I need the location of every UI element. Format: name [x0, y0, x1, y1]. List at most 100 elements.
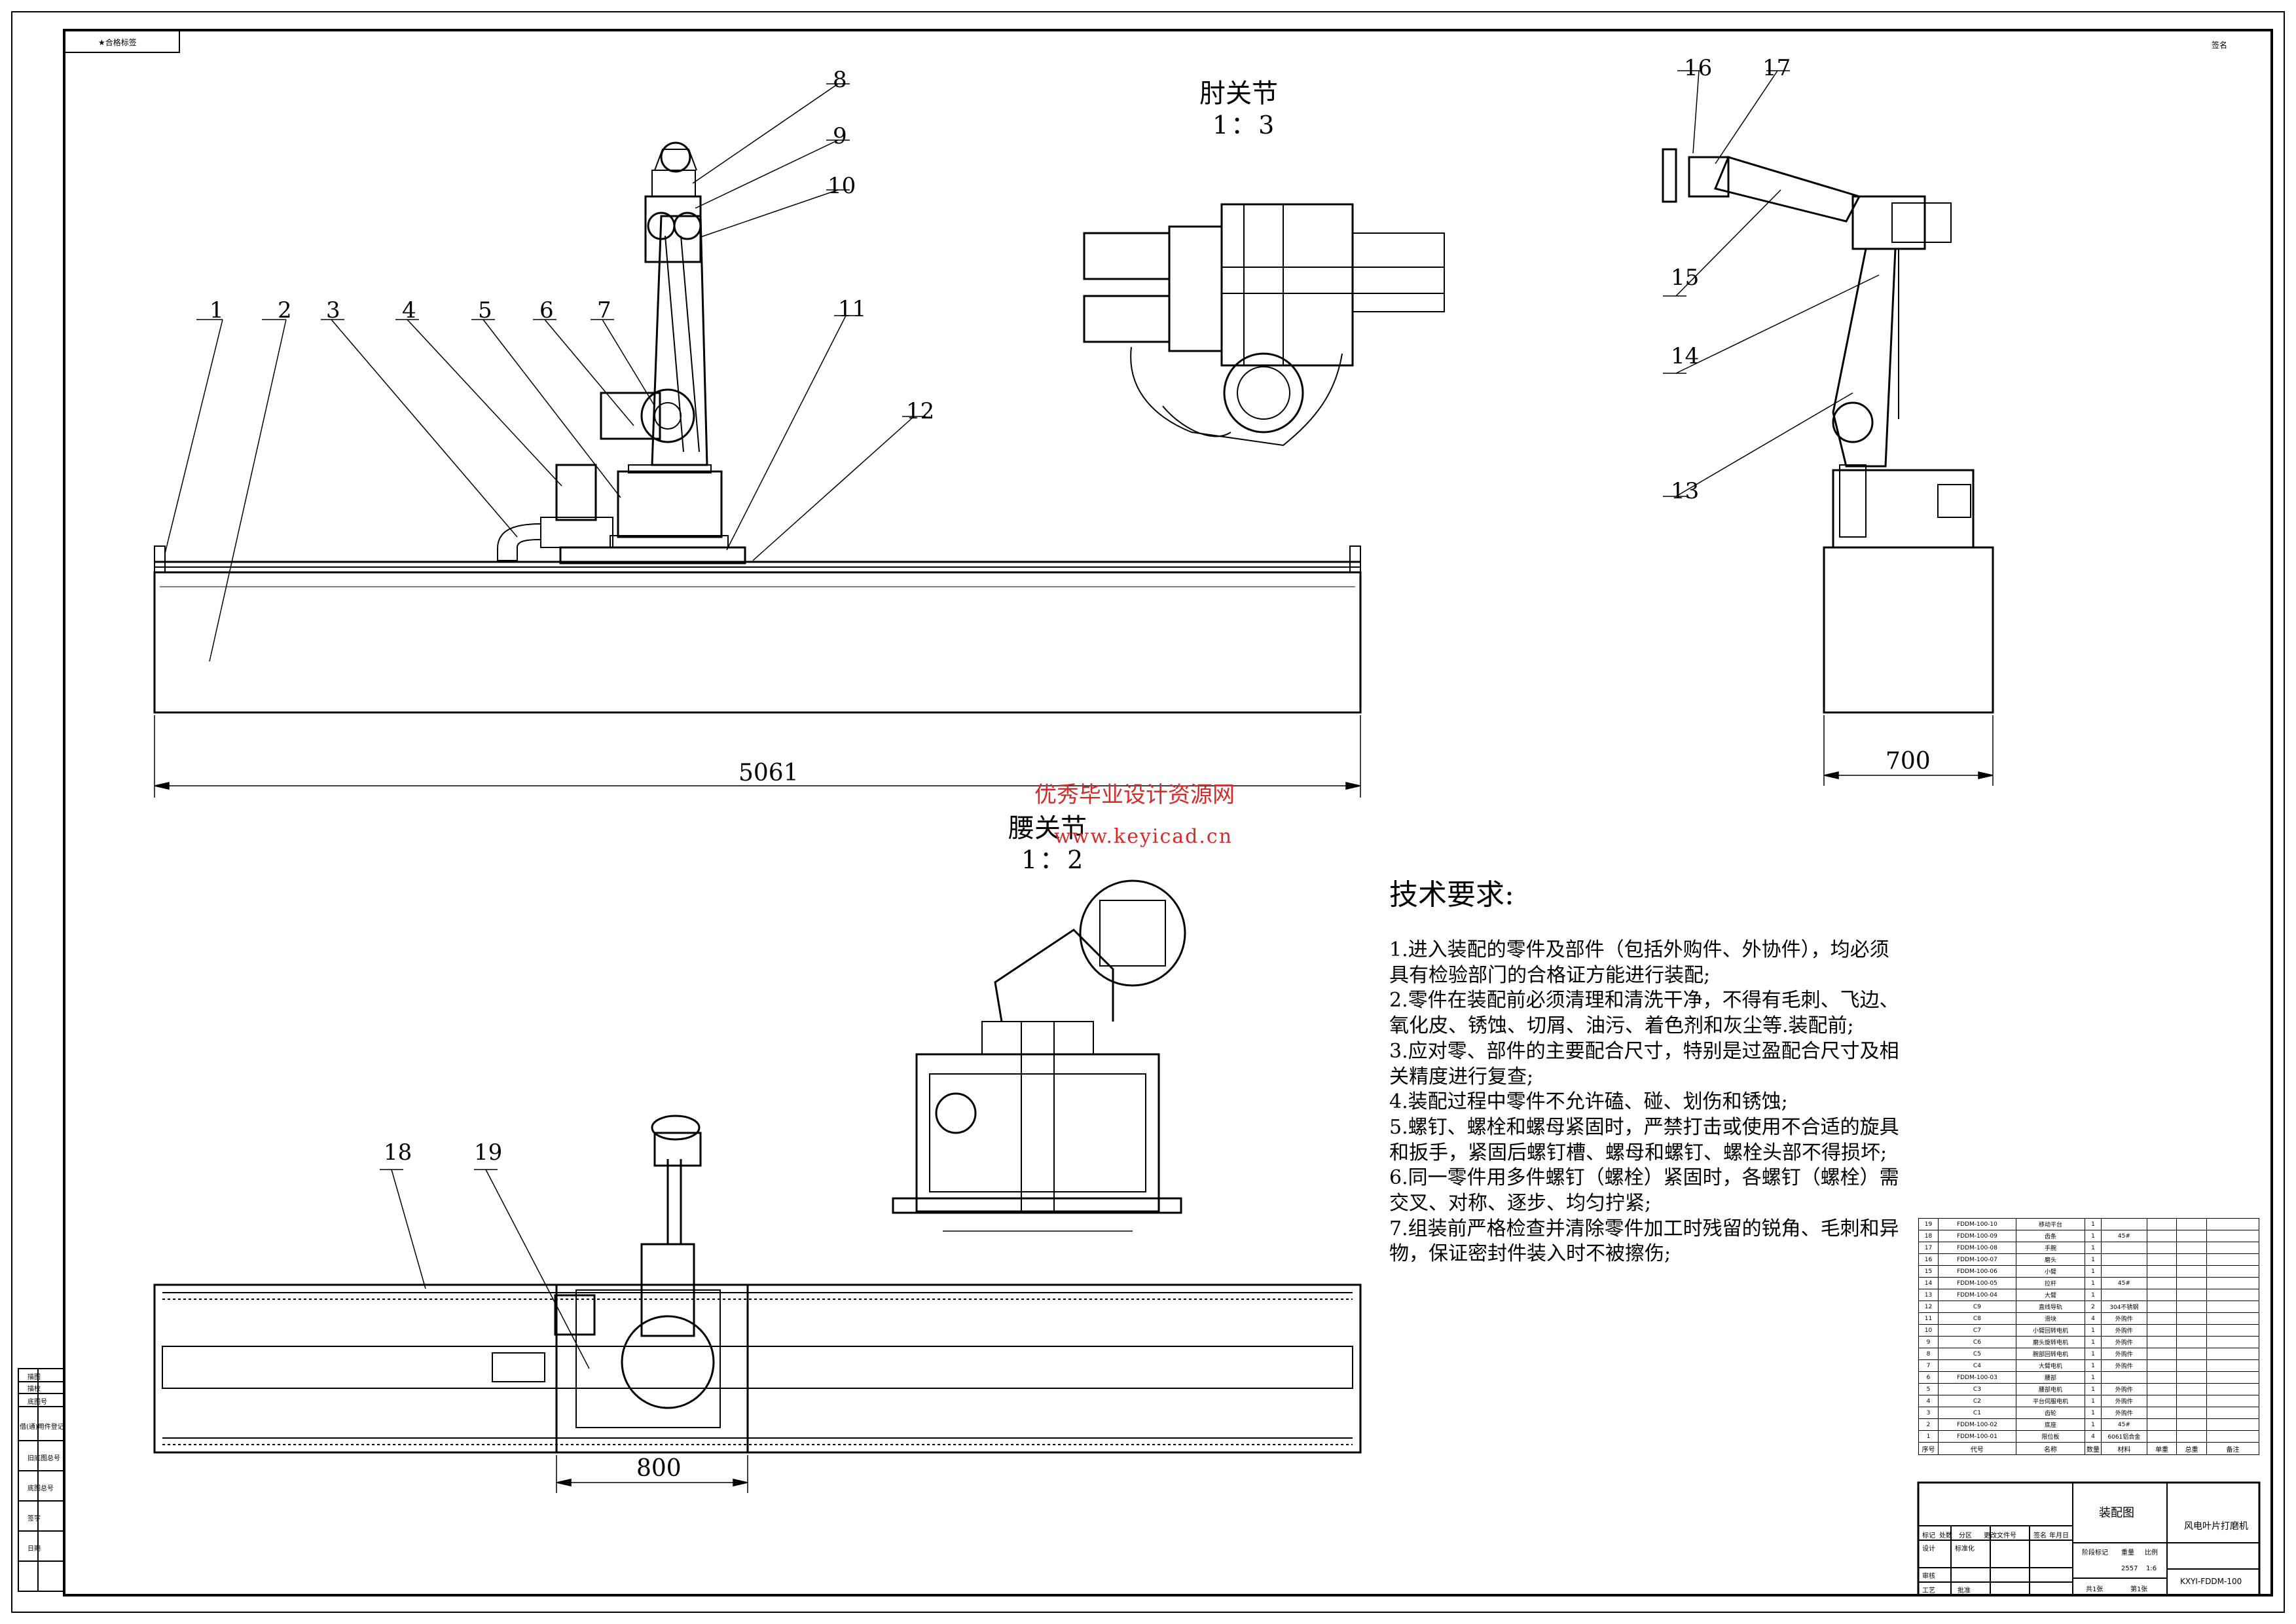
bom-cell: C6	[1937, 1336, 2016, 1348]
bom-cell	[2146, 1395, 2178, 1407]
tb-standardize: 标准化	[1955, 1545, 1975, 1553]
bom-cell: 直线导轨	[2015, 1301, 2086, 1313]
bom-cell: 5	[1918, 1383, 1939, 1395]
bom-cell	[2206, 1348, 2260, 1360]
bom-cell: 1	[2085, 1418, 2102, 1431]
bom-header-cell: 材料	[2101, 1442, 2147, 1455]
tb-approve: 批准	[1958, 1587, 1971, 1595]
bom-cell: 磨头	[2015, 1253, 2086, 1266]
left-stamp-frame	[18, 1368, 65, 1592]
bom-cell: 3	[1918, 1407, 1939, 1419]
bom-cell	[2146, 1218, 2178, 1230]
bom-cell	[2146, 1301, 2178, 1313]
bom-cell	[2176, 1312, 2207, 1325]
bom-cell	[2206, 1289, 2260, 1301]
tb-count: 处数	[1939, 1532, 1952, 1540]
bom-cell: 16	[1918, 1253, 1939, 1266]
bom-cell: 4	[2085, 1312, 2102, 1325]
bom-cell	[2146, 1324, 2178, 1337]
side-stamp-5: 日期	[27, 1545, 41, 1553]
part-label-14: 14	[1671, 343, 1700, 369]
bom-cell: 13	[1918, 1289, 1939, 1301]
bom-cell: C1	[1937, 1407, 2016, 1419]
bom-cell: C7	[1937, 1324, 2016, 1337]
bom-cell: FDDM-100-08	[1937, 1242, 2016, 1254]
part-label-7: 7	[597, 297, 611, 323]
bom-cell	[2176, 1230, 2207, 1242]
part-label-15: 15	[1671, 265, 1700, 291]
bom-cell: 45#	[2101, 1418, 2147, 1431]
bom-cell: 腰部	[2015, 1371, 2086, 1384]
tech-line: 物，保证密封件装入时不被擦伤;	[1389, 1242, 1671, 1266]
inner-border	[63, 29, 2273, 1596]
front-view	[153, 83, 1362, 798]
bom-cell	[2176, 1418, 2207, 1431]
bom-cell: C2	[1937, 1395, 2016, 1407]
bom-cell: 1	[1918, 1430, 1939, 1443]
bom-cell: C9	[1937, 1301, 2016, 1313]
tech-line: 1.进入装配的零件及部件（包括外购件、外协件），均必须	[1389, 938, 1889, 961]
bom-cell: 外购件	[2101, 1359, 2147, 1372]
bom-cell: 1	[2085, 1265, 2102, 1278]
bom-cell	[2176, 1301, 2207, 1313]
bom-cell: FDDM-100-05	[1937, 1277, 2016, 1289]
bom-cell	[2101, 1218, 2147, 1230]
bom-cell: 齿条	[2015, 1230, 2086, 1242]
bom-cell: 7	[1918, 1359, 1939, 1372]
bom-cell: 外购件	[2101, 1395, 2147, 1407]
bom-cell	[2206, 1265, 2260, 1278]
bom-cell	[2206, 1383, 2260, 1395]
bom-cell: 45#	[2101, 1230, 2147, 1242]
bom-cell: 限位板	[2015, 1430, 2086, 1443]
bom-cell: FDDM-100-06	[1937, 1265, 2016, 1278]
bom-cell	[2176, 1324, 2207, 1337]
tech-line: 关精度进行复查;	[1389, 1065, 1534, 1088]
bom-cell: 304不锈钢	[2101, 1301, 2147, 1313]
bom-cell: 45#	[2101, 1277, 2147, 1289]
bom-cell: 17	[1918, 1242, 1939, 1254]
bom-cell: 1	[2085, 1359, 2102, 1372]
bom-cell	[2206, 1395, 2260, 1407]
part-label-10: 10	[828, 173, 856, 199]
part-label-11: 11	[838, 296, 867, 322]
outer-border	[11, 11, 2285, 1613]
bom-cell: 滑块	[2015, 1312, 2086, 1325]
bom-cell: 腕部回转电机	[2015, 1348, 2086, 1360]
side-stamp-2: 旧底图总号	[27, 1455, 60, 1462]
bom-cell	[2146, 1383, 2178, 1395]
bom-header-cell: 代号	[1937, 1442, 2016, 1455]
bom-cell	[2176, 1218, 2207, 1230]
tb-process: 工艺	[1922, 1587, 1935, 1595]
bom-cell: 磨头旋转电机	[2015, 1336, 2086, 1348]
bom-cell: FDDM-100-07	[1937, 1253, 2016, 1266]
bom-cell: 4	[1918, 1395, 1939, 1407]
side-view	[1662, 70, 1994, 786]
stage-mark-label: 阶段标记	[2082, 1549, 2108, 1557]
part-label-12: 12	[906, 398, 935, 424]
bom-cell: 2	[1918, 1418, 1939, 1431]
bom-cell: 1	[2085, 1218, 2102, 1230]
top-view	[153, 1115, 1362, 1493]
elbow-detail	[1083, 203, 1445, 447]
tech-line: 交叉、对称、逐步、均匀拧紧;	[1389, 1192, 1652, 1215]
bom-cell	[2146, 1348, 2178, 1360]
bom-cell: 4	[2085, 1430, 2102, 1443]
bom-cell	[2176, 1336, 2207, 1348]
part-label-2: 2	[278, 297, 292, 323]
bom-cell	[2206, 1253, 2260, 1266]
bom-cell	[2176, 1430, 2207, 1443]
tech-line: 和扳手，紧固后螺钉槽、螺母和螺钉、螺栓头部不得损坏;	[1389, 1141, 1887, 1164]
